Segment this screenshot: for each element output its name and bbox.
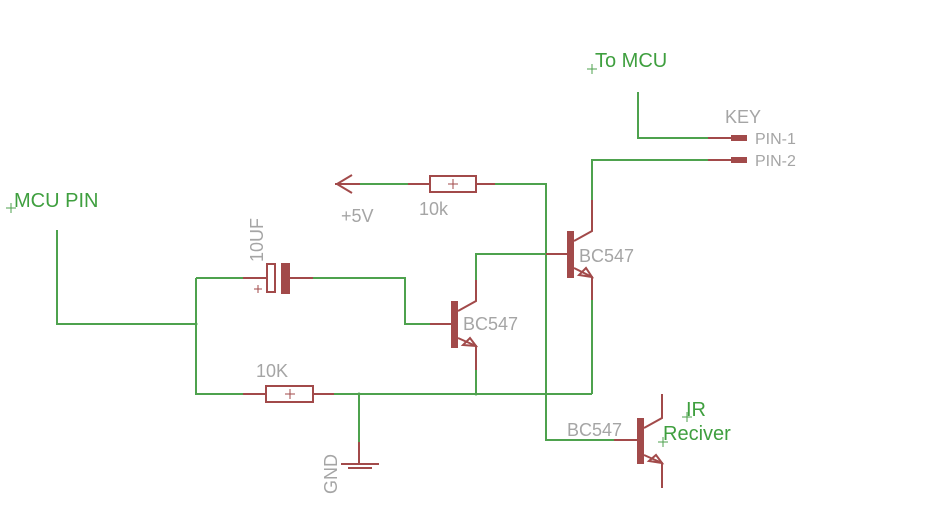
wire-5v-right xyxy=(495,183,614,441)
resistor-bottom: 10K xyxy=(243,361,334,403)
q1-label: BC547 xyxy=(463,314,518,334)
ground-label: GND xyxy=(321,454,341,494)
wires xyxy=(56,92,708,442)
q3-base-bar xyxy=(637,418,644,464)
capacitor-plate-negative xyxy=(281,263,290,294)
supply-arrow-icon xyxy=(335,174,353,194)
capacitor: 10UF xyxy=(243,218,313,294)
q1-base-bar xyxy=(451,301,458,348)
wire-pin2 xyxy=(591,159,708,200)
net-label-to-mcu: To MCU xyxy=(587,50,667,74)
to-mcu-label: To MCU xyxy=(595,50,667,72)
wire-cap-q1 xyxy=(313,277,430,325)
wire-node-left xyxy=(195,278,243,395)
receiver-label: Reciver xyxy=(663,423,731,445)
ground-symbol: GND xyxy=(321,442,379,494)
resistor-top: 10k xyxy=(408,175,495,219)
key-connector: KEY PIN-1 PIN-2 xyxy=(708,107,796,170)
junctions xyxy=(194,322,478,396)
wire-q1c-q2b xyxy=(475,253,546,280)
transistor-q2: BC547 xyxy=(546,200,634,300)
pin2-contact xyxy=(731,157,747,163)
pin1-contact xyxy=(731,135,747,141)
pin1-label: PIN-1 xyxy=(755,131,796,148)
supply-5v: +5V xyxy=(335,174,374,226)
resistor-top-label: 10k xyxy=(419,199,449,219)
supply-label: +5V xyxy=(341,206,374,226)
resistor-bottom-label: 10K xyxy=(256,361,288,381)
q2-base-bar xyxy=(567,231,574,278)
net-label-ir-receiver: IR Reciver xyxy=(658,399,731,447)
capacitor-plate-positive xyxy=(266,263,276,293)
transistor-q1: BC547 xyxy=(430,280,518,370)
mcu-pin-label: MCU PIN xyxy=(14,190,98,212)
capacitor-label: 10UF xyxy=(247,218,267,262)
pin2-label: PIN-2 xyxy=(755,153,796,170)
transistor-q3: BC547 xyxy=(567,394,665,488)
q3-label: BC547 xyxy=(567,420,622,440)
ir-label: IR xyxy=(686,399,706,421)
key-connector-label: KEY xyxy=(725,107,761,127)
net-label-mcu-pin: MCU PIN xyxy=(6,190,98,213)
wire-to-mcu xyxy=(637,92,708,139)
wire-mcu-pin xyxy=(56,230,196,325)
q2-label: BC547 xyxy=(579,246,634,266)
